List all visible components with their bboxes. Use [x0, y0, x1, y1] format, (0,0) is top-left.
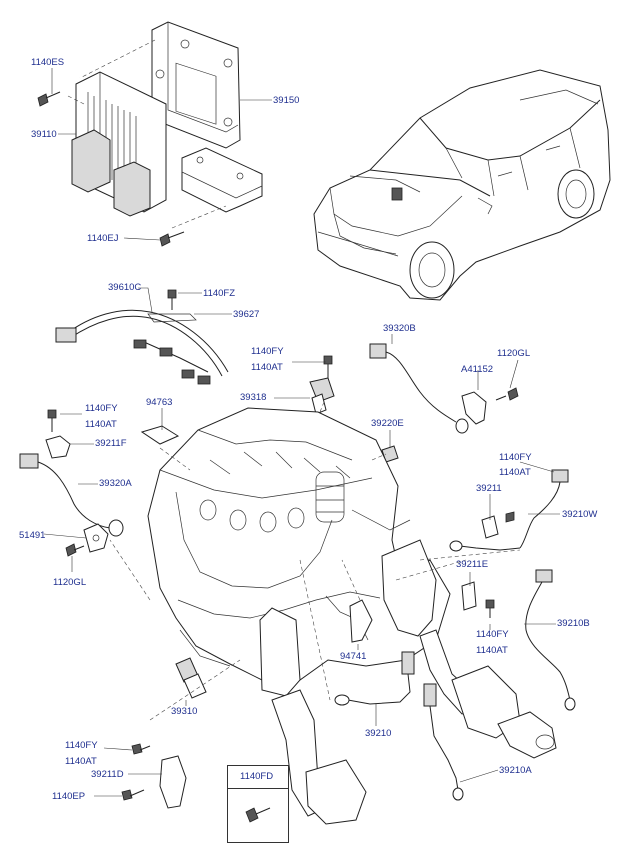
- label-39320B: 39320B: [383, 323, 416, 334]
- vehicle-illustration: [313, 69, 611, 301]
- bracket-51491: [83, 523, 109, 553]
- label-39318: 39318: [240, 392, 267, 403]
- exhaust-system: [259, 539, 557, 825]
- label-39627: 39627: [233, 309, 260, 320]
- o2-sensor-39210W: [449, 469, 569, 552]
- label-94741: 94741: [340, 651, 367, 662]
- label-94763: 94763: [146, 397, 173, 408]
- wiring-harness-39610C: [55, 309, 229, 385]
- label-1140FD: 1140FD: [240, 771, 274, 782]
- label-1140FY-a: 1140FY: [251, 346, 284, 357]
- label-1140FY-c: 1140FY: [499, 452, 532, 463]
- bolt-1140ES: [37, 91, 61, 107]
- label-39210B: 39210B: [557, 618, 590, 629]
- bolt-1140EJ: [159, 231, 185, 247]
- bracket-94741: [349, 599, 373, 643]
- label-39310: 39310: [171, 706, 198, 717]
- bracket-39211F: [45, 435, 71, 459]
- label-39211F: 39211F: [95, 438, 127, 449]
- label-39211: 39211: [476, 483, 502, 494]
- knock-sensor-39320B: [369, 343, 469, 434]
- o2-sensor-39210A: [423, 683, 464, 801]
- label-1140AT-c: 1140AT: [499, 467, 531, 478]
- bolt-1140FY-upper: [323, 355, 333, 378]
- bolt-1140EP: [121, 789, 145, 801]
- bolt-1140FZ: [167, 289, 177, 310]
- clip-39627: [147, 313, 197, 323]
- bolt-1140FY-lower: [131, 743, 151, 755]
- bolt-1140FY-left: [47, 409, 57, 432]
- label-1120GL-b: 1120GL: [53, 577, 87, 588]
- label-39610C: 39610C: [108, 282, 142, 293]
- label-39110: 39110: [31, 129, 57, 140]
- label-A41152: A41152: [461, 364, 494, 375]
- label-1140FY-b: 1140FY: [85, 403, 118, 414]
- label-1120GL-a: 1120GL: [497, 348, 531, 359]
- cam-sensor-39318: [309, 377, 335, 415]
- engine-assembly: [147, 407, 451, 683]
- bracket-39211E: [461, 581, 477, 611]
- o2-sensor-39210B: [525, 569, 576, 711]
- label-1140EP: 1140EP: [52, 791, 86, 802]
- bracket-A41152: [461, 391, 487, 425]
- bolt-1140FY-right: [485, 599, 495, 618]
- label-1140FY-e: 1140FY: [65, 740, 98, 751]
- ecu-lower-bracket: [181, 147, 263, 213]
- bolt-1120GL-lower: [65, 543, 85, 557]
- label-1140AT-b: 1140AT: [85, 419, 117, 430]
- ecu-module-39110: [71, 71, 167, 217]
- label-39211E: 39211E: [456, 559, 489, 570]
- label-39210A: 39210A: [499, 765, 532, 776]
- label-1140ES: 1140ES: [31, 57, 65, 68]
- label-1140AT-a: 1140AT: [251, 362, 283, 373]
- fastener-detail-divider: [228, 788, 288, 789]
- knock-sensor-39320A: [19, 453, 124, 537]
- label-39150: 39150: [273, 95, 300, 106]
- label-1140AT-e: 1140AT: [65, 756, 97, 767]
- label-1140FY-d: 1140FY: [476, 629, 509, 640]
- label-39211D: 39211D: [91, 769, 124, 780]
- crank-sensor-39310: [175, 657, 207, 699]
- label-39220E: 39220E: [371, 418, 404, 429]
- bolt-39211-screw: [505, 511, 515, 523]
- fastener-detail-box: 1140FD: [227, 765, 289, 843]
- leader-lines: [43, 68, 560, 797]
- label-39320A: 39320A: [99, 478, 132, 489]
- o2-sensor-39210: [334, 651, 415, 706]
- bolt-1140FD: [245, 807, 271, 823]
- bracket-39211D: [159, 755, 187, 809]
- label-1140FZ: 1140FZ: [203, 288, 236, 299]
- bolt-1120GL-upper: [495, 387, 519, 401]
- label-39210W: 39210W: [562, 509, 598, 520]
- label-1140EJ: 1140EJ: [87, 233, 119, 244]
- clip-94763: [140, 425, 180, 445]
- label-1140AT-d: 1140AT: [476, 645, 508, 656]
- label-51491: 51491: [19, 530, 46, 541]
- label-39210: 39210: [365, 728, 392, 739]
